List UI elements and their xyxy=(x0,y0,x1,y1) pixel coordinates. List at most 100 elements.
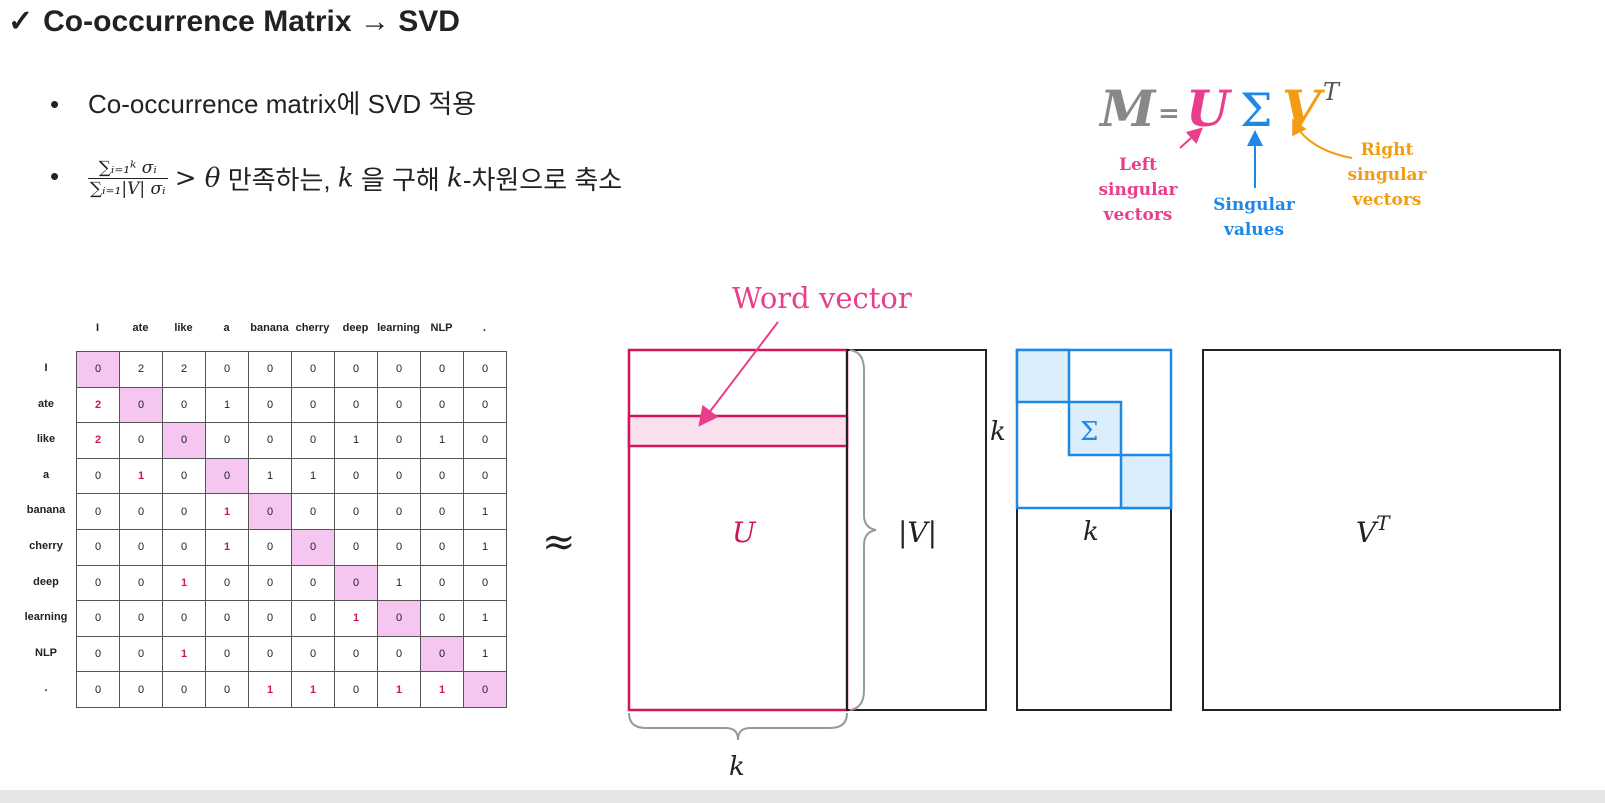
matrix-cell: 0 xyxy=(162,386,206,424)
matrix-cell: 1 xyxy=(463,600,507,637)
matrix-cell: 0 xyxy=(119,600,163,637)
matrix-cell: 0 xyxy=(291,635,335,673)
matrix-cell: 1 xyxy=(205,528,249,566)
matrix-cell: 1 xyxy=(420,422,464,459)
matrix-cell: 0 xyxy=(205,600,249,637)
matrix-cell: 0 xyxy=(76,457,120,495)
matrix-cell: 0 xyxy=(248,351,292,388)
row-header: cherry xyxy=(29,540,63,552)
matrix-cell: 0 xyxy=(119,635,163,673)
k-symbol: k xyxy=(337,163,354,194)
row-header: deep xyxy=(33,575,59,588)
matrix-cell: 0 xyxy=(377,351,421,388)
matrix-cell: 0 xyxy=(76,493,120,530)
matrix-cell: 0 xyxy=(377,457,421,495)
matrix-cell: 0 xyxy=(334,635,378,673)
mid-label-1: Singular xyxy=(1213,195,1296,215)
matrix-cell: 1 xyxy=(463,635,507,673)
matrix-cell: 0 xyxy=(463,351,507,388)
bullet-dot-icon: • xyxy=(50,161,60,192)
matrix-cell: 0 xyxy=(334,351,378,388)
matrix-cell: 0 xyxy=(248,493,292,530)
fraction-denominator: ∑ᵢ₌₁|V| σᵢ xyxy=(90,179,166,199)
row-header: like xyxy=(36,433,56,446)
matrix-cell: 0 xyxy=(248,564,292,602)
matrix-cell: 0 xyxy=(162,457,206,495)
matrix-cell: 0 xyxy=(205,564,249,602)
column-header: like xyxy=(174,322,193,334)
matrix-cell: 0 xyxy=(162,422,206,459)
k-side-label: k xyxy=(990,417,1006,447)
matrix-cell: 0 xyxy=(205,351,249,388)
matrix-cell: 0 xyxy=(119,671,163,708)
matrix-cell: 0 xyxy=(119,493,163,530)
word-vector-label: Word vector xyxy=(732,281,912,315)
vt-matrix-box xyxy=(1202,349,1561,711)
matrix-cell: 0 xyxy=(377,600,421,637)
matrix-cell: 0 xyxy=(463,564,507,602)
bullet-svd: •Co-occurrence matrix에 SVD 적용 xyxy=(50,84,476,121)
matrix-cell: 0 xyxy=(291,351,335,388)
word-vector-arrow xyxy=(698,321,779,427)
matrix-cell: 0 xyxy=(377,493,421,530)
slide-title: ✓Co-occurrence Matrix → SVD xyxy=(8,4,460,39)
word-vector-row xyxy=(627,414,849,448)
bullet-dimension: •∑ᵢ₌₁ᵏ σᵢ∑ᵢ₌₁|V| σᵢ > θ 만족하는, k 을 구해 k-차… xyxy=(50,158,622,199)
matrix-cell: 0 xyxy=(377,635,421,673)
text-reduce: -차원으로 축소 xyxy=(462,165,623,195)
matrix-cell: 0 xyxy=(334,564,378,602)
matrix-cell: 0 xyxy=(291,564,335,602)
formula-Sigma: Σ xyxy=(1240,83,1273,137)
matrix-cell: 0 xyxy=(248,600,292,637)
gt-theta: > θ xyxy=(174,163,221,194)
matrix-cell: 2 xyxy=(162,351,206,388)
row-header: banana xyxy=(26,504,66,517)
matrix-cell: 0 xyxy=(291,600,335,637)
column-header: NLP xyxy=(430,322,453,334)
formula-T: T xyxy=(1323,78,1341,106)
formula-M: M xyxy=(1098,79,1157,138)
sigma-ratio-fraction: ∑ᵢ₌₁ᵏ σᵢ∑ᵢ₌₁|V| σᵢ xyxy=(88,158,168,199)
row-header: ate xyxy=(38,397,54,410)
matrix-cell: 0 xyxy=(162,493,206,530)
matrix-cell: 0 xyxy=(420,600,464,637)
k-bottom-label: k xyxy=(1083,517,1099,547)
matrix-cell: 0 xyxy=(205,457,249,495)
k-symbol: k xyxy=(447,163,463,194)
matrix-cell: 2 xyxy=(76,422,120,459)
matrix-cell: 1 xyxy=(291,671,335,708)
matrix-cell: 0 xyxy=(420,564,464,602)
matrix-cell: 0 xyxy=(420,351,464,388)
matrix-cell: 0 xyxy=(248,422,292,459)
square-matrix-box xyxy=(846,349,987,711)
matrix-cell: 0 xyxy=(119,422,163,459)
matrix-cell: 2 xyxy=(119,351,163,388)
matrix-cell: 0 xyxy=(291,422,335,459)
u-label: U xyxy=(732,516,757,549)
matrix-cell: 0 xyxy=(377,422,421,459)
column-header: I xyxy=(95,322,100,334)
check-icon: ✓ xyxy=(8,5,34,38)
text-satisfy: 만족하는, xyxy=(227,165,331,195)
formula-equals: = xyxy=(1158,99,1180,129)
matrix-cell: 0 xyxy=(76,671,120,708)
matrix-cell: 0 xyxy=(205,635,249,673)
matrix-cell: 1 xyxy=(463,493,507,530)
bullet-dot-icon: • xyxy=(50,89,60,119)
k-bottom-brace xyxy=(628,712,848,741)
svd-formula: M = U Σ V T Left singular vectors Singul… xyxy=(1098,78,1428,240)
sigma-block xyxy=(1015,348,1173,510)
matrix-cell: 0 xyxy=(248,528,292,566)
row-header: a xyxy=(42,468,50,481)
v-size-label: |V| xyxy=(898,516,937,549)
matrix-cell: 0 xyxy=(420,493,464,530)
matrix-cell: 0 xyxy=(463,386,507,424)
